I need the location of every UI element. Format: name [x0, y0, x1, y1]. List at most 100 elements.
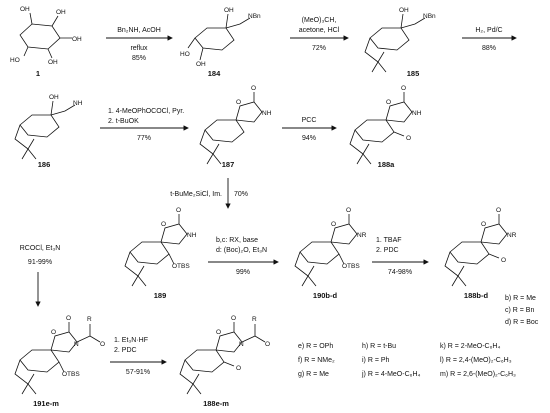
o-label-188a-c: O: [406, 135, 411, 142]
legend-em-item: j) R = 4-MeO-C₆H₄: [361, 371, 421, 378]
compound-label-189: 189: [154, 291, 167, 300]
structure-185: OH NBn: [364, 7, 436, 73]
o-label-190b: O: [331, 221, 336, 228]
oh-label-3: OH: [72, 36, 82, 43]
oh-label-2: OH: [56, 9, 66, 16]
arrow-5-reagent: PCC: [302, 117, 317, 124]
legend-bd-item: d) R = Boc: [505, 319, 539, 326]
ho-label: HO: [10, 57, 20, 64]
structure-187: O O NH: [199, 85, 272, 165]
r-label-191: R: [87, 316, 92, 323]
arrow-10: 1. Et₃N·HF 2. PDC 57-91%: [110, 337, 167, 376]
nh-label-188a: NH: [412, 110, 422, 117]
compound-label-186: 186: [38, 160, 51, 169]
arrow-3: H₂, Pd/C 88%: [462, 27, 517, 52]
r-label-188em: R: [252, 316, 257, 323]
nh2-label-186: NH: [73, 100, 83, 107]
legend-em-item: l) R = 2,4-(MeO)₂-C₆H₃: [440, 357, 512, 364]
otbs-label-189: OTBS: [172, 263, 190, 270]
arrow-7-reagent: RCOCl, Et₃N: [20, 245, 61, 252]
n-label-191: N: [74, 341, 79, 348]
oh-label-4: OH: [48, 59, 58, 66]
arrow-2-yield: 72%: [312, 45, 326, 52]
legend-em-item: f) R = NMe₂: [298, 357, 335, 364]
legend-bd: b) R = Me c) R = Bn d) R = Boc: [505, 295, 539, 326]
compound-label-191e-m: 191e-m: [33, 399, 59, 408]
nr-label-190: NR: [357, 232, 367, 239]
oh-label-184: OH: [224, 7, 234, 14]
arrow-2-condition: acetone, HCl: [299, 27, 340, 34]
compound-label-1: 1: [36, 69, 40, 78]
arrow-4: 1. 4-MeOPhOCOCl, Pyr. 2. t-BuOK 77%: [100, 108, 189, 142]
nr-label-188bd: NR: [507, 232, 517, 239]
arrow-8: b,c: RX, base d: (Boc)₂O, Et₃N 99%: [208, 237, 279, 276]
o-label-188bd-b: O: [481, 221, 486, 228]
compound-label-185: 185: [407, 69, 420, 78]
compound-label-188e-m: 188e-m: [203, 399, 229, 408]
arrow-9-condition: 2. PDC: [376, 247, 399, 254]
legend-em-item: i) R = Ph: [362, 357, 390, 364]
arrow-3-yield: 88%: [482, 45, 496, 52]
compound-label-187: 187: [222, 160, 235, 169]
o-label-187a: O: [251, 85, 256, 92]
arrow-1: Bn₂NH, AcOH reflux 85%: [106, 27, 173, 62]
arrow-4-yield: 77%: [137, 135, 151, 142]
arrow-2: (MeO)₃CH, acetone, HCl 72%: [290, 17, 349, 52]
arrow-10-reagent: 1. Et₃N·HF: [114, 337, 148, 344]
structure-184: OH NBn HO OH: [180, 7, 261, 68]
o-label-191c: O: [100, 341, 105, 348]
structure-188a: O O NH O: [349, 85, 422, 165]
nbn2-label-185: NBn: [423, 13, 436, 20]
arrow-9: 1. TBAF 2. PDC 74-98%: [372, 237, 429, 276]
compound-label-184: 184: [208, 69, 221, 78]
compound-label-188a: 188a: [378, 160, 396, 169]
structure-186: OH NH: [14, 94, 83, 160]
arrow-8-reagent: b,c: RX, base: [216, 237, 258, 244]
legend-bd-item: b) R = Me: [505, 295, 536, 302]
legend-em: e) R = OPh f) R = NMe₂ g) R = Me h) R = …: [298, 343, 516, 378]
o-label-188a-b: O: [386, 99, 391, 106]
o-label-188em-c: O: [265, 341, 270, 348]
arrow-1-condition: reflux: [130, 45, 148, 52]
compound-label-190b-d: 190b-d: [313, 291, 338, 300]
structure-191: O O N R O OTBS: [14, 315, 105, 395]
arrow-5: PCC 94%: [282, 117, 337, 142]
legend-em-item: m) R = 2,6-(MeO)₂-C₆H₃: [440, 371, 516, 378]
nh-label-189: NH: [187, 232, 197, 239]
o-label-188bd-c: O: [501, 257, 506, 264]
nh-label-187: NH: [262, 110, 272, 117]
arrow-6-yield: 70%: [234, 191, 248, 198]
legend-em-item: k) R = 2-MeO-C₆H₄: [440, 343, 500, 350]
o-label-191b: O: [51, 329, 56, 336]
structure-1: OH OH OH HO OH: [10, 6, 82, 66]
arrow-10-condition: 2. PDC: [114, 347, 137, 354]
o-label-191a: O: [66, 315, 71, 322]
arrow-4-reagent: 1. 4-MeOPhOCOCl, Pyr.: [108, 108, 184, 115]
legend-bd-item: c) R = Bn: [505, 307, 534, 314]
oh-label-186: OH: [49, 94, 59, 101]
o-label-189b: O: [161, 221, 166, 228]
oh-label-184b: OH: [196, 61, 206, 68]
arrow-9-reagent: 1. TBAF: [376, 237, 402, 244]
n-label-188em: N: [239, 341, 244, 348]
arrow-4-condition: 2. t-BuOK: [108, 118, 139, 125]
arrow-6-reagent: t-BuMe₂SiCl, Im.: [170, 191, 222, 198]
o-label-188a-a: O: [401, 85, 406, 92]
arrow-8-condition: d: (Boc)₂O, Et₃N: [216, 247, 267, 254]
o-label-188bd-a: O: [496, 207, 501, 214]
o-label-188em-a: O: [231, 315, 236, 322]
nbn2-label-184: NBn: [248, 13, 261, 20]
arrow-1-yield: 85%: [132, 55, 146, 62]
arrow-7: RCOCl, Et₃N 91-99%: [20, 245, 61, 307]
oh-label-1: OH: [20, 6, 30, 13]
arrow-2-reagent: (MeO)₃CH,: [302, 17, 337, 24]
o-label-187b: O: [236, 99, 241, 106]
legend-em-item: g) R = Me: [298, 371, 329, 378]
arrow-1-reagent: Bn₂NH, AcOH: [117, 27, 161, 34]
arrow-9-yield: 74-98%: [388, 269, 412, 276]
otbs-label-191: OTBS: [62, 371, 80, 378]
ho-label-184a: HO: [180, 51, 190, 58]
o-label-189a: O: [176, 207, 181, 214]
